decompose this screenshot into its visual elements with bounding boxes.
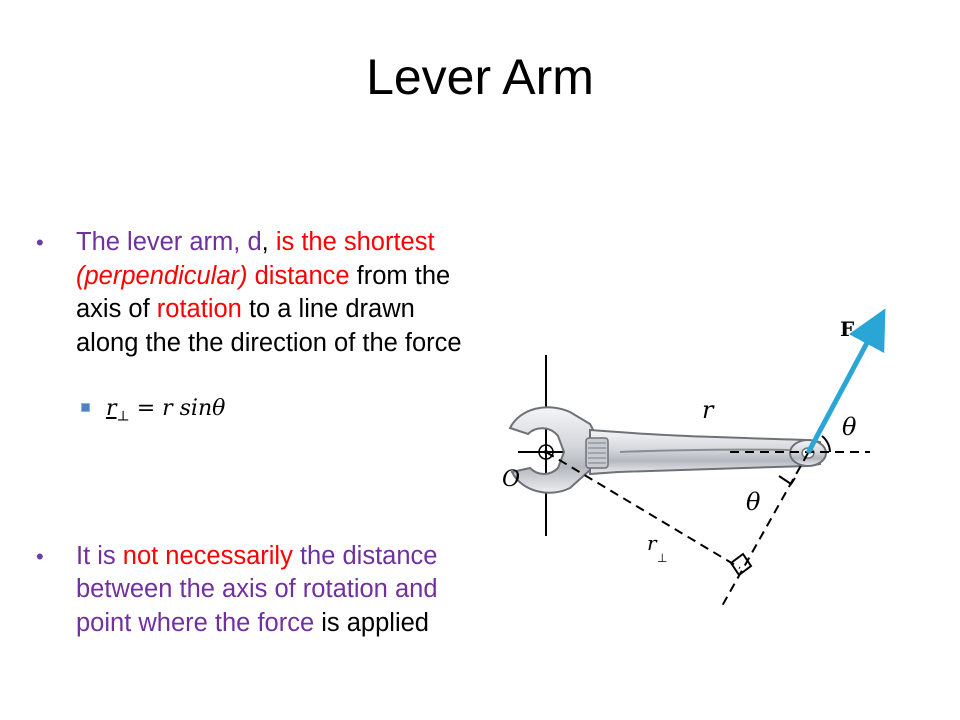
r-perp-symbol: ⊥ — [657, 551, 667, 565]
eq-rhs: = r sinθ — [129, 396, 226, 421]
axis-pivot — [538, 444, 554, 460]
bullet1-seg-0: The lever arm, d — [76, 228, 262, 256]
bullet1-seg-4: distance — [247, 261, 350, 290]
force-arrow — [805, 308, 886, 455]
perpendicular-line — [545, 451, 741, 569]
origin-label: O — [502, 467, 520, 492]
bullet1-seg-2: is the shortest — [275, 228, 435, 256]
right-angle-marker-top — [778, 475, 796, 486]
bullet1-seg-6: rotation — [156, 295, 242, 323]
bullet2-seg-3: between the axis of rotation and point w… — [76, 575, 438, 637]
r-label: r — [702, 396, 715, 424]
eq-perp-symbol: ⊥ — [116, 408, 130, 425]
bullet2-seg-2: the distance — [292, 541, 438, 570]
wrench — [508, 406, 827, 494]
wrench-diagram: F r θ θ O r ⊥ — [502, 308, 886, 607]
slide-title: Lever Arm — [366, 49, 594, 105]
bullet2-seg-1: not necessarily — [122, 541, 293, 570]
bullet-lever-arm-definition: • The lever arm, d, is the shortest (per… — [36, 226, 476, 360]
force-label: F — [840, 317, 854, 341]
eq-r-perp: r⊥ — [106, 396, 130, 425]
theta-arc — [821, 435, 831, 453]
bullet-dot: • — [36, 543, 44, 569]
text-block: • The lever arm, d, is the shortest (per… — [36, 226, 476, 640]
line-of-action — [721, 452, 809, 607]
bullet1-seg-3: (perpendicular) — [76, 261, 248, 290]
bullet2-seg-0: It is — [76, 541, 123, 570]
theta-label-top: θ — [842, 413, 857, 441]
bullet1-seg-5: from the axis of — [76, 261, 451, 324]
bullet2-seg-4: is applied — [314, 608, 429, 637]
subbullet-equation: r⊥ = r sinθ — [36, 392, 476, 434]
r-perp-label: r — [647, 531, 658, 555]
bullet1-seg-7: to a line drawn along the the direction … — [76, 295, 462, 357]
bullet1-seg-1: , — [261, 228, 276, 256]
right-angle-marker — [729, 552, 753, 577]
eq-r: r — [106, 396, 117, 421]
square-bullet-icon — [81, 403, 90, 412]
theta-label-bottom: θ — [746, 488, 761, 516]
bullet-dot: • — [36, 230, 44, 255]
bullet-not-necessarily: • It is not necessarily the distance bet… — [36, 540, 476, 641]
